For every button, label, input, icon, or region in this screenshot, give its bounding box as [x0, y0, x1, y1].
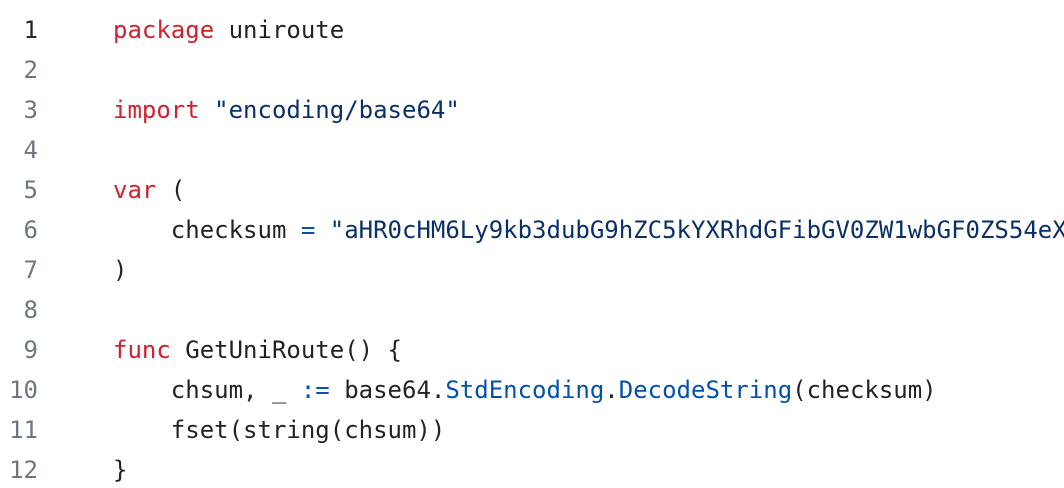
code-line: 6 checksum = "aHR0cHM6Ly9kb3dubG9hZC5kYX… — [0, 210, 1064, 250]
line-number[interactable]: 1 — [23, 16, 38, 44]
token-string: "encoding/base64" — [214, 96, 460, 124]
token-operator: := — [300, 376, 330, 404]
code-text: } — [38, 450, 127, 488]
token-entity: DecodeString — [618, 376, 793, 404]
code-text: checksum = "aHR0cHM6Ly9kb3dubG9hZC5kYXRh… — [38, 210, 1064, 250]
code-text: import "encoding/base64" — [38, 90, 460, 130]
code-text — [38, 130, 113, 170]
line-number[interactable]: 11 — [9, 416, 38, 444]
token-plain: checksum — [113, 216, 301, 244]
code-text: var ( — [38, 170, 185, 210]
token-plain: } — [113, 456, 128, 484]
token-plain: uniroute — [214, 16, 345, 44]
token-plain: chsum, _ — [113, 376, 301, 404]
code-text: ) — [38, 250, 127, 290]
code-line: 4 — [0, 130, 1064, 170]
code-line: 2 — [0, 50, 1064, 90]
code-text: fset(string(chsum)) — [38, 410, 446, 450]
line-number[interactable]: 5 — [23, 176, 38, 204]
code-line: 12} — [0, 450, 1064, 488]
token-plain: ( — [156, 176, 186, 204]
line-number[interactable]: 6 — [23, 216, 38, 244]
token-plain: (checksum) — [792, 376, 937, 404]
code-text: chsum, _ := base64.StdEncoding.DecodeStr… — [38, 370, 937, 410]
code-text — [38, 50, 113, 90]
code-text: func GetUniRoute() { — [38, 330, 402, 370]
token-plain: fset(string(chsum)) — [113, 416, 446, 444]
line-number[interactable]: 4 — [23, 136, 38, 164]
code-text — [38, 290, 113, 330]
token-keyword: package — [113, 16, 215, 44]
line-number[interactable]: 3 — [23, 96, 38, 124]
token-entity: StdEncoding — [445, 376, 605, 404]
line-number[interactable]: 9 — [23, 336, 38, 364]
line-number[interactable]: 7 — [23, 256, 38, 284]
code-line: 10 chsum, _ := base64.StdEncoding.Decode… — [0, 370, 1064, 410]
code-line: 11 fset(string(chsum)) — [0, 410, 1064, 450]
token-keyword: import — [113, 96, 200, 124]
line-number[interactable]: 12 — [9, 456, 38, 484]
token-plain: GetUniRoute() { — [170, 336, 402, 364]
line-number[interactable]: 2 — [23, 56, 38, 84]
token-plain — [315, 216, 329, 244]
token-plain: ) — [113, 256, 128, 284]
token-plain — [200, 96, 214, 124]
line-number[interactable]: 8 — [23, 296, 38, 324]
token-plain: . — [604, 376, 619, 404]
code-text: package uniroute — [38, 10, 344, 50]
line-number[interactable]: 10 — [9, 376, 38, 404]
code-line: 7) — [0, 250, 1064, 290]
token-keyword: var — [113, 176, 157, 204]
token-string: "aHR0cHM6Ly9kb3dubG9hZC5kYXRhdGFibGV0ZW1… — [329, 216, 1064, 244]
code-line: 8 — [0, 290, 1064, 330]
token-plain: base64. — [329, 376, 446, 404]
token-operator: = — [300, 216, 316, 244]
token-keyword: func — [113, 336, 171, 364]
